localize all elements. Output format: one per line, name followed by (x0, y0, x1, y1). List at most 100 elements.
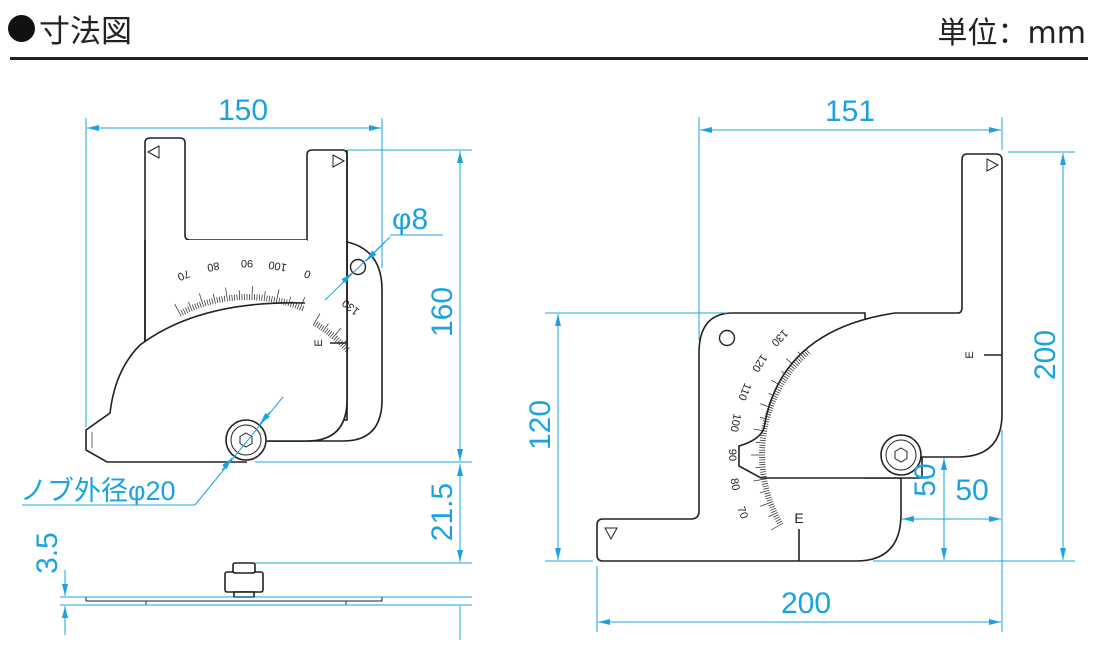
left-scale-tick (341, 343, 347, 349)
right-scale-tick (755, 466, 766, 469)
header-divider (10, 57, 1088, 60)
left-scale-tick (278, 297, 281, 304)
left-quadrant-body (86, 302, 347, 462)
right-scale-tick (768, 403, 775, 407)
left-scale-tick (182, 308, 186, 315)
unit-label: 単位：mm (937, 16, 1086, 51)
right-scale-tick (770, 522, 784, 531)
page-title: 寸法図 (8, 6, 132, 51)
left-scale-tick (301, 305, 305, 312)
right-scale-tick (775, 388, 782, 392)
right-scale-tick (762, 485, 769, 488)
right-scale-tick (764, 492, 771, 495)
left-scale-tick (194, 303, 198, 310)
left-scale-tick (329, 332, 335, 338)
right-scale-tick (760, 432, 767, 435)
right-scale-tick (759, 416, 770, 421)
left-scale-tick (212, 293, 216, 304)
right-scale-tick (761, 480, 768, 483)
left-scale-tick (206, 299, 209, 306)
right-scale-tick (803, 350, 809, 356)
right-scale-tick (770, 379, 784, 388)
right-scale-tick (774, 516, 780, 520)
left-scale-tick (187, 306, 191, 313)
right-scale-label: 70 (734, 505, 749, 521)
right-scale-tick (773, 514, 779, 518)
right-scale-tick (805, 349, 811, 355)
left-scale-tick (261, 294, 263, 301)
right-scale-tick (774, 390, 780, 394)
bullet-icon (8, 15, 35, 42)
right-knob (880, 434, 922, 476)
right-scale-tick (770, 399, 776, 403)
left-scale-tick (188, 301, 193, 312)
left-scale-tick (228, 295, 231, 302)
hex-socket-icon (239, 432, 253, 448)
left-scale-tick (196, 302, 200, 309)
left-scale-tick (238, 290, 241, 301)
right-scale-tick (765, 496, 772, 500)
left-scale-tick (211, 298, 214, 305)
right-scale-tick (766, 408, 773, 412)
right-scale-tick (798, 356, 804, 361)
left-scale-tick (263, 291, 266, 302)
triangle-marker-icon (986, 158, 1000, 172)
left-scale-tick (289, 301, 293, 307)
left-scale-tick (266, 295, 268, 302)
right-arm-e-mark: E (964, 351, 976, 358)
left-scale-label: 0 (303, 267, 313, 280)
right-scale-tick (765, 410, 772, 414)
left-scale-tick (184, 307, 189, 314)
dim-151: 151 (825, 95, 875, 128)
right-base-e-mark: E (794, 510, 803, 526)
right-scale-tick (787, 369, 793, 374)
left-scale-tick (343, 345, 349, 351)
left-scale-tick (199, 301, 202, 308)
right-scale-tick (785, 358, 798, 368)
dim-160: 160 (426, 287, 459, 337)
right-scale-tick (790, 365, 796, 370)
right-scale-tick (796, 357, 802, 363)
right-scale-tick (762, 422, 769, 425)
left-scale-tick (331, 327, 342, 340)
left-scale-tick (174, 303, 182, 317)
right-scale-tick (759, 403, 774, 409)
dim-200-right: 200 (1029, 330, 1062, 380)
right-scale-tick (766, 498, 773, 502)
left-scale-tick (299, 297, 306, 311)
dim-knob-20: ノブ外径φ20 (20, 476, 176, 506)
right-scale-tick (769, 505, 776, 509)
left-scale-tick (294, 302, 298, 309)
left-scale-tick (335, 337, 340, 343)
right-scale-tick (760, 473, 767, 476)
left-scale-tick (282, 298, 286, 305)
dim-150: 150 (218, 94, 268, 127)
right-scale-tick (761, 427, 768, 430)
left-scale-tick (273, 296, 276, 303)
left-scale-tick (233, 294, 236, 301)
left-scale-tick (322, 323, 329, 333)
right-scale-tick (768, 392, 778, 398)
left-scale-tick (268, 295, 271, 302)
right-scale-tick (760, 475, 767, 478)
left-scale-label: 70 (176, 267, 192, 283)
right-scale-tick (753, 478, 768, 482)
left-scale-tick (203, 300, 207, 307)
left-scale-tick (324, 328, 329, 334)
side-knob (224, 571, 264, 593)
left-scale-tick (285, 299, 288, 306)
right-scale-tick (797, 351, 806, 360)
right-scale-label: 90 (726, 449, 738, 461)
left-scale-tick (218, 296, 221, 303)
right-scale-tick (753, 428, 768, 432)
left-scale-tick (208, 298, 212, 305)
title-text: 寸法図 (39, 14, 132, 50)
right-scale-tick (779, 381, 785, 386)
left-scale-tick (270, 296, 273, 303)
left-scale-tick (344, 347, 350, 352)
left-scale-tick (225, 287, 228, 302)
right-scale-tick (781, 377, 788, 382)
left-scale-tick (180, 309, 184, 316)
